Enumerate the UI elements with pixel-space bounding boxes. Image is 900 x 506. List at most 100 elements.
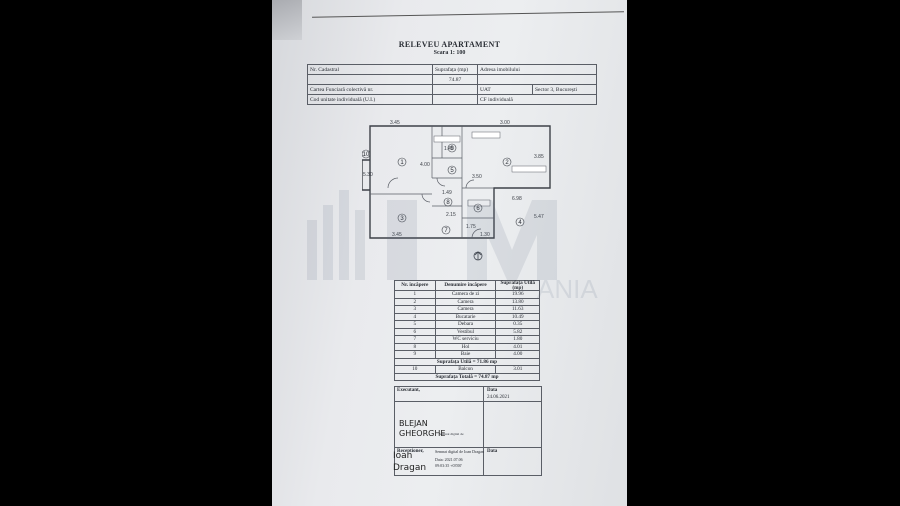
semnat-digital: Semnat digital de Ioan Dragan [435,449,484,454]
table-cell: 1.80 [495,335,540,344]
uat-label: UAT [477,84,533,95]
watermark-text: ANIA [537,274,598,300]
rooms-table: Nr. încăpere Denumire încăpere Suprafața… [394,280,540,381]
col-header: Suprafața Utilă (mp) [495,280,540,291]
table-cell: Hol [434,342,497,351]
room-number: 4 [518,220,522,226]
floor-plan: 3.45 3.00 3.45 5.47 5.30 4.00 3.85 1.45 … [362,120,551,261]
data-semnare-2: 09:03:35 +03'00' [435,463,462,468]
plan-dim: 2.15 [446,212,456,218]
suprafata-value: 74.87 [432,74,478,85]
data2-label: Data [487,449,498,454]
table-cell: 5.82 [495,327,540,336]
cadastral-header-table: Nr. Cadastral Suprafața (mp) Adresa imob… [307,64,597,105]
table-cell: 13.80 [495,297,540,306]
carte-funciara-label: Cartea Funciară colectivă nr. [307,84,433,95]
plan-dim: 3.85 [534,154,544,160]
signer-name-1: BLEJAN [399,419,428,428]
table-cell: Balcon [434,365,497,374]
cod-ui-label: Cod unitate individuală (U.I.) [307,94,433,105]
small-stamp: Semnat digital de [439,432,464,436]
receptioner-label: Receptioner, [397,449,424,454]
watermark-logo: ANIA [307,190,598,300]
room-number: 3 [400,216,404,222]
suprafata-label: Suprafața (mp) [432,64,478,75]
room-number: 1 [400,160,404,166]
signer-name-3: Ioan [393,451,413,461]
table-cell: 8 [394,342,436,351]
table-cell: 4 [394,312,436,321]
table-cell: Debara [434,320,497,329]
table-cell: 10.49 [495,312,540,321]
table-cell: 4.00 [495,350,540,359]
adresa-value [477,74,597,85]
suprafata-utila: Suprafața Utilă = 71.86 mp [394,357,540,366]
signer-name-4: Dragan [393,463,427,473]
data-semnare: Data: 2021.07.06 [435,457,463,462]
plan-dim: 1.45 [444,146,454,152]
table-cell: 19.96 [495,290,540,299]
table-cell: 7 [394,335,436,344]
document-scale: Scara 1: 100 [433,50,466,56]
page-edge-line [312,11,624,18]
plan-dim: 3.45 [392,232,402,238]
uat-value: Sector 3, București [532,84,597,95]
adresa-label: Adresa imobilului [477,64,597,75]
table-cell: Camera de zi [434,290,497,299]
table-cell: Vestibul [434,327,497,336]
plan-dim: 4.00 [420,162,430,168]
table-cell: Baie [434,350,497,359]
room-number: 9 [450,146,454,152]
signature-block: Executant, Data 24.06.2021 BLEJAN GHEORG… [393,386,542,476]
data-label: Data [487,388,498,393]
table-cell: 5 [394,320,436,329]
table-cell: Bucatarie [434,312,497,321]
table-cell: WC serviciu [434,335,497,344]
table-cell: 6 [394,327,436,336]
plan-dim: 6.98 [512,196,522,202]
table-cell: 0.35 [495,320,540,329]
entrance-arrow-icon [473,251,483,261]
room-number: 2 [505,160,509,166]
table-cell: 3 [394,305,436,314]
table-cell: 9 [394,350,436,359]
nr-cadastral-value [307,74,433,85]
plan-dim: 3.45 [390,120,400,126]
table-cell: 2 [394,297,436,306]
page-corner [272,0,302,40]
plan-dim: 1.75 [466,224,476,230]
table-cell: 4.01 [495,342,540,351]
data-value: 24.06.2021 [487,395,510,400]
plan-dim: 1.49 [442,190,452,196]
document-photo: RELEVEU APARTAMENT Scara 1: 100 Nr. Cada… [272,0,627,506]
room-number: 10 [363,152,370,158]
room-number: 6 [476,206,480,212]
col-header: Nr. încăpere [394,280,436,291]
room-number: 7 [444,228,448,234]
table-cell: 11.63 [495,305,540,314]
nr-cadastral-label: Nr. Cadastral [307,64,433,75]
table-cell: 3.01 [495,365,540,374]
cf-individuala-label: CF individuală [477,94,597,105]
table-cell: Camera [434,297,497,306]
plan-dim: 5.30 [363,172,373,178]
room-number: 5 [450,168,454,174]
plan-dim: 3.00 [500,120,510,126]
table-cell: 1 [394,290,436,299]
plan-dim: 1.30 [480,232,490,238]
table-cell: Camera [434,305,497,314]
plan-dim: 3.50 [472,174,482,180]
plan-dim: 5.47 [534,214,544,220]
document-title: RELEVEU APARTAMENT [398,40,501,49]
col-header: Denumire încăpere [434,280,497,291]
room-number: 8 [446,200,450,206]
executant-label: Executant, [397,388,420,393]
